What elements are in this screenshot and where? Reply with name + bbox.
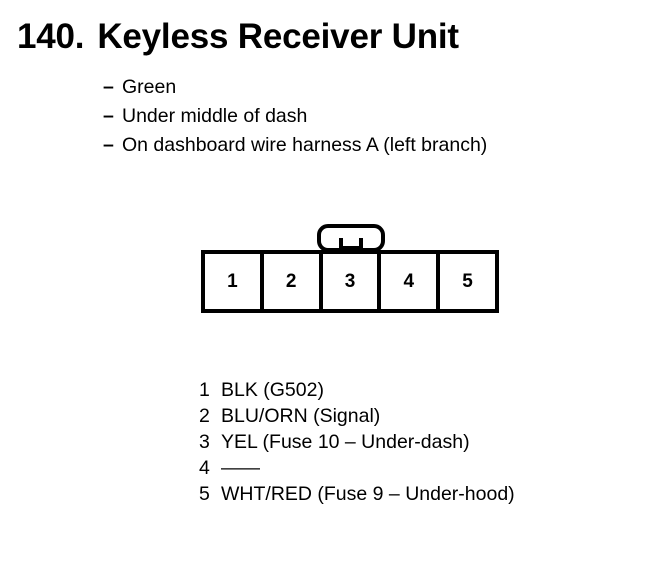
- connector-pin-4: 4: [381, 254, 441, 309]
- pin-legend-row-4: 4 ——: [199, 455, 515, 481]
- page-title-text: Keyless Receiver Unit: [97, 17, 459, 56]
- pin-legend-label: BLU/ORN (Signal): [221, 405, 381, 427]
- connector-diagram: 1 2 3 4 5: [201, 224, 501, 316]
- pin-legend-label: BLK (G502): [221, 379, 324, 401]
- list-item: –Under middle of dash: [103, 102, 487, 131]
- latch-notch-cutout: [343, 236, 359, 246]
- pin-legend-number: 1: [199, 379, 210, 401]
- pin-legend-label: YEL (Fuse 10 – Under-dash): [221, 431, 470, 453]
- pin-legend-row-2: 2 BLU/ORN (Signal): [199, 403, 515, 429]
- list-item-label: Green: [122, 76, 177, 98]
- list-item-label: On dashboard wire harness A (left branch…: [122, 134, 488, 156]
- connector-pin-3: 3: [322, 254, 382, 309]
- pin-legend-number: 2: [199, 405, 210, 427]
- list-item: –Green: [103, 73, 487, 102]
- pin-legend-row-5: 5 WHT/RED (Fuse 9 – Under-hood): [199, 481, 515, 507]
- connector-pin-1: 1: [205, 254, 264, 309]
- pin-legend-list: 1 BLK (G502) 2 BLU/ORN (Signal) 3 YEL (Fuse…: [199, 377, 515, 507]
- pin-legend-number: 3: [199, 431, 210, 453]
- description-bullet-list: –Green –Under middle of dash –On dashboa…: [103, 73, 487, 160]
- bullet-dash-icon: –: [103, 76, 114, 98]
- connector-pin-5: 5: [440, 254, 495, 309]
- connector-pin-housing: 1 2 3 4 5: [201, 250, 499, 313]
- pin-legend-row-1: 1 BLK (G502): [199, 377, 515, 403]
- pin-legend-row-3: 3 YEL (Fuse 10 – Under-dash): [199, 429, 515, 455]
- page-title-number: 140.: [17, 17, 85, 56]
- list-item: –On dashboard wire harness A (left branc…: [103, 131, 487, 160]
- connector-latch-icon: [317, 224, 385, 252]
- bullet-dash-icon: –: [103, 105, 114, 127]
- pin-legend-number: 5: [199, 483, 210, 505]
- page-title: 140. Keyless Receiver Unit: [17, 19, 459, 54]
- bullet-dash-icon: –: [103, 134, 114, 156]
- pin-legend-number: 4: [199, 457, 210, 479]
- pin-legend-label: WHT/RED (Fuse 9 – Under-hood): [221, 483, 515, 505]
- list-item-label: Under middle of dash: [122, 105, 308, 127]
- connector-pin-2: 2: [263, 254, 323, 309]
- pin-legend-label: ——: [221, 457, 260, 479]
